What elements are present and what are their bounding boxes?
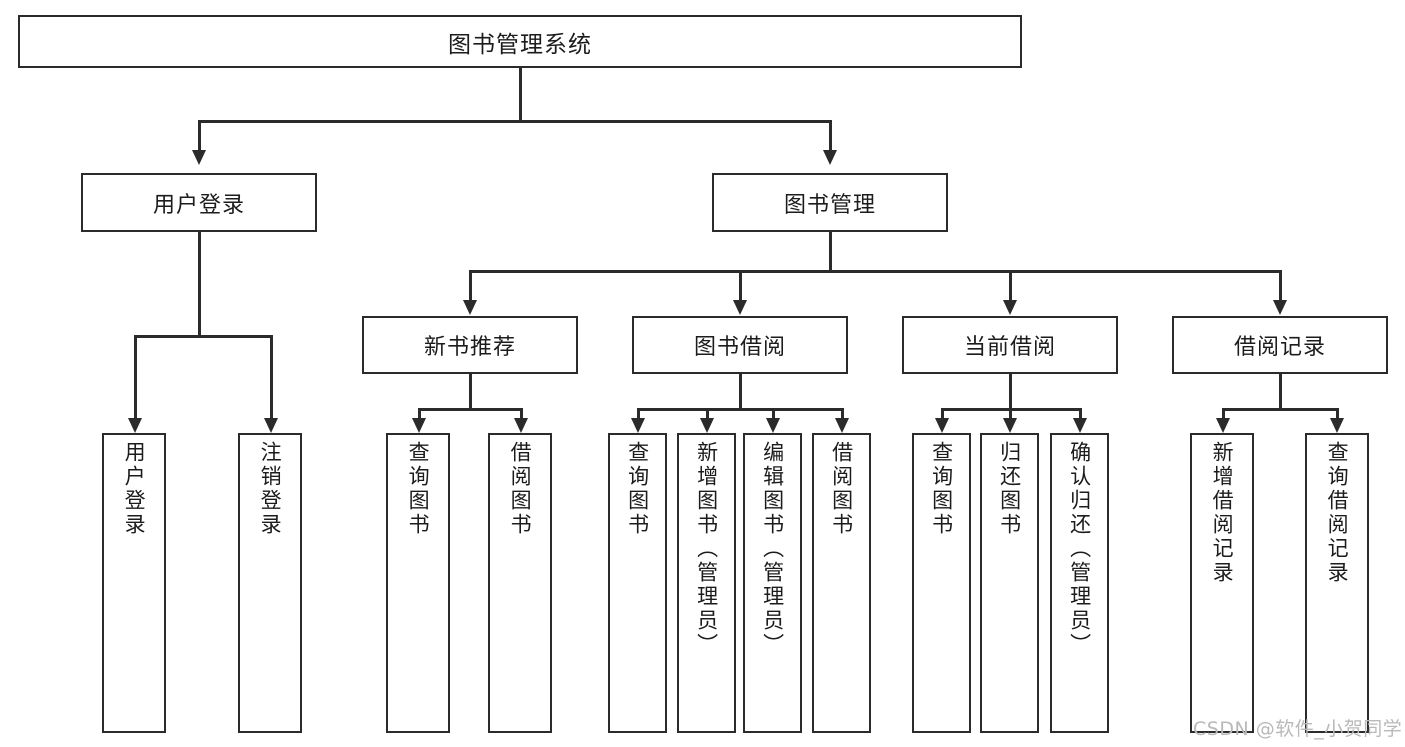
leaf-query-book-bb[interactable]: 查询图书 <box>608 433 667 733</box>
arrowhead-nb-1 <box>412 418 426 433</box>
arrowhead-bb-4 <box>835 418 849 433</box>
node-root-library-management-system[interactable]: 图书管理系统 <box>18 15 1022 68</box>
leaf-label: 查询图书 <box>929 441 954 537</box>
leaf-return-book[interactable]: 归还图书 <box>980 433 1039 733</box>
leaf-label: 新增借阅记录 <box>1210 441 1235 585</box>
arrowhead-book-borrow <box>733 300 747 315</box>
edge-current-borrow-stem <box>1009 374 1012 408</box>
edge-user-login-bus <box>134 335 272 338</box>
leaf-logout[interactable]: 注销登录 <box>238 433 302 733</box>
edge-root-stem <box>519 68 522 120</box>
leaf-label: 注销登录 <box>258 441 283 537</box>
node-current-borrow[interactable]: 当前借阅 <box>902 316 1118 374</box>
edge-drop-cb-1 <box>941 408 944 420</box>
arrowhead-new-book <box>463 300 477 315</box>
leaf-query-borrow-record[interactable]: 查询借阅记录 <box>1305 433 1369 733</box>
edge-drop-leaf-logout <box>270 335 273 420</box>
leaf-label: 确认归还（管理员） <box>1067 441 1092 657</box>
edge-drop-book-borrow <box>739 270 742 302</box>
node-new-book-recommendation[interactable]: 新书推荐 <box>362 316 578 374</box>
node-label: 新书推荐 <box>423 335 516 360</box>
edge-drop-br-2 <box>1336 408 1339 420</box>
leaf-label: 查询借阅记录 <box>1325 441 1350 585</box>
csdn-watermark: CSDN @软件_小贺同学 <box>1193 718 1403 740</box>
node-borrow-record[interactable]: 借阅记录 <box>1172 316 1388 374</box>
arrowhead-bb-3 <box>766 418 780 433</box>
edge-book-borrow-bus <box>637 408 843 411</box>
leaf-confirm-return-admin[interactable]: 确认归还（管理员） <box>1050 433 1109 733</box>
arrowhead-nb-2 <box>514 418 528 433</box>
leaf-label: 查询图书 <box>406 441 431 537</box>
leaf-label: 编辑图书（管理员） <box>760 441 785 657</box>
node-label: 图书管理系统 <box>448 31 592 58</box>
leaf-user-login[interactable]: 用户登录 <box>102 433 166 733</box>
edge-drop-current-borrow <box>1009 270 1012 302</box>
leaf-query-book-nb[interactable]: 查询图书 <box>386 433 450 733</box>
arrowhead-cb-2 <box>1003 418 1017 433</box>
leaf-add-book-admin[interactable]: 新增图书（管理员） <box>677 433 736 733</box>
node-book-borrow[interactable]: 图书借阅 <box>632 316 848 374</box>
edge-drop-nb-2 <box>520 408 523 420</box>
node-label: 用户登录 <box>152 192 245 218</box>
arrowhead-borrow-record <box>1273 300 1287 315</box>
edge-drop-bb-1 <box>637 408 640 420</box>
leaf-edit-book-admin[interactable]: 编辑图书（管理员） <box>743 433 802 733</box>
edge-borrow-record-stem <box>1279 374 1282 408</box>
edge-book-borrow-stem <box>739 374 742 408</box>
edge-drop-cb-3 <box>1079 408 1082 420</box>
leaf-label: 用户登录 <box>122 441 147 537</box>
leaf-query-book-cb[interactable]: 查询图书 <box>912 433 971 733</box>
edge-book-management-stem <box>829 232 832 272</box>
node-label: 图书借阅 <box>693 335 786 360</box>
arrowhead-book-management <box>823 150 837 165</box>
arrowhead-bb-2 <box>700 418 714 433</box>
edge-user-login-stem <box>198 232 201 335</box>
leaf-label: 新增图书（管理员） <box>694 441 719 657</box>
leaf-add-borrow-record[interactable]: 新增借阅记录 <box>1190 433 1254 733</box>
edge-drop-cb-2 <box>1009 408 1012 420</box>
edge-drop-br-1 <box>1222 408 1225 420</box>
edge-new-book-bus <box>418 408 522 411</box>
arrowhead-user-login <box>192 150 206 165</box>
edge-drop-new-book <box>469 270 472 302</box>
node-user-login[interactable]: 用户登录 <box>81 173 317 232</box>
arrowhead-leaf-user-login <box>128 418 142 433</box>
arrowhead-cb-1 <box>935 418 949 433</box>
leaf-label: 归还图书 <box>997 441 1022 537</box>
edge-drop-bb-4 <box>841 408 844 420</box>
node-label: 借阅记录 <box>1233 335 1326 360</box>
edge-drop-borrow-record <box>1279 270 1282 302</box>
edge-new-book-stem <box>469 374 472 408</box>
arrowhead-leaf-logout <box>264 418 278 433</box>
node-label: 当前借阅 <box>963 335 1056 360</box>
edge-drop-leaf-user-login <box>134 335 137 420</box>
node-book-management[interactable]: 图书管理 <box>712 173 948 232</box>
node-label: 图书管理 <box>783 192 876 218</box>
edge-drop-nb-1 <box>418 408 421 420</box>
edge-drop-user-login <box>198 120 201 152</box>
arrowhead-current-borrow <box>1003 300 1017 315</box>
leaf-label: 借阅图书 <box>829 441 854 537</box>
edge-borrow-record-bus <box>1222 408 1338 411</box>
edge-drop-bb-3 <box>772 408 775 420</box>
edge-drop-book-management <box>829 120 832 152</box>
arrowhead-br-2 <box>1330 418 1344 433</box>
edge-level2-bus <box>198 120 830 123</box>
leaf-label: 查询图书 <box>625 441 650 537</box>
leaf-label: 借阅图书 <box>508 441 533 537</box>
edge-drop-bb-2 <box>706 408 709 420</box>
arrowhead-br-1 <box>1216 418 1230 433</box>
edge-level3-bus <box>469 270 1281 273</box>
leaf-borrow-book-bb[interactable]: 借阅图书 <box>812 433 871 733</box>
arrowhead-bb-1 <box>631 418 645 433</box>
leaf-borrow-book-nb[interactable]: 借阅图书 <box>488 433 552 733</box>
arrowhead-cb-3 <box>1073 418 1087 433</box>
